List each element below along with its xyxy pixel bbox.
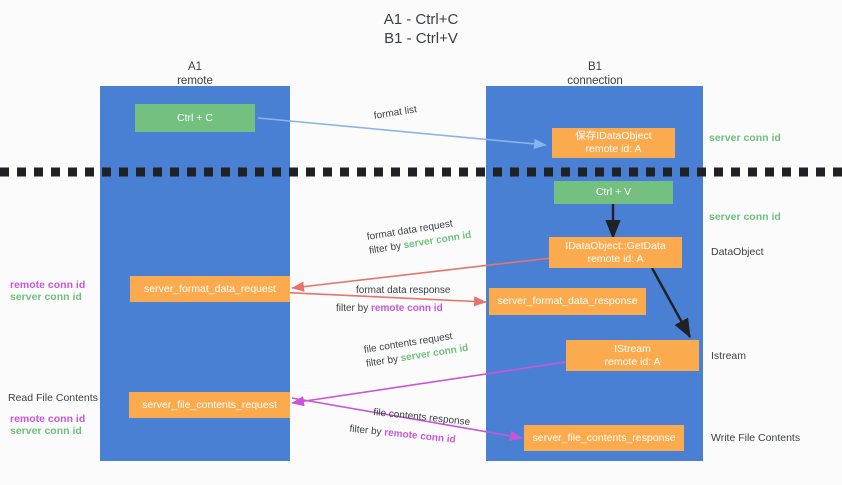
column-header-right-role: connection <box>567 75 623 87</box>
box-istream-line1: IStream <box>614 342 651 355</box>
box-server-file-contents-response-line1: server_file_contents_response <box>532 431 676 444</box>
box-getdata-line2: remote id: A <box>587 252 644 265</box>
annotation-remote-conn-id-1: remote conn id <box>10 279 86 291</box>
box-getdata-line1: IDataObject::GetData <box>565 239 666 252</box>
box-server-file-contents-request-line1: server_file_contents_request <box>142 398 277 411</box>
filter-prefix: filter by <box>336 303 372 314</box>
annotation-remote-conn-id-2: remote conn id <box>10 413 86 425</box>
column-header-left-role: remote <box>177 75 213 87</box>
filter-prefix: filter by <box>348 423 385 439</box>
box-ctrl-c-line1: Ctrl + C <box>177 111 213 124</box>
box-save-dataobject[interactable]: 保存IDataObject remote id: A <box>552 128 675 158</box>
box-save-dataobject-line2: remote id: A <box>585 143 642 155</box>
arrow-file-contents-request <box>291 361 567 407</box>
annotation-dataobject: DataObject <box>711 246 764 258</box>
box-ctrl-v[interactable]: Ctrl + V <box>554 181 673 204</box>
box-ctrl-c[interactable]: Ctrl + C <box>135 104 255 132</box>
box-istream[interactable]: IStream remote id: A <box>566 340 699 371</box>
box-server-format-data-request[interactable]: server_format_data_request <box>130 276 290 302</box>
column-header-left: A1 remote <box>120 60 270 88</box>
edge-label-format-data-response-filter: filter by remote conn id <box>336 302 451 316</box>
filter-value-remote-conn-id: remote conn id <box>371 303 443 314</box>
box-server-format-data-request-line1: server_format_data_request <box>144 282 276 295</box>
column-header-right: B1 connection <box>520 60 670 88</box>
box-server-format-data-response-line1: server_format_data_response <box>497 295 638 307</box>
box-server-file-contents-request[interactable]: server_file_contents_request <box>129 392 290 418</box>
box-istream-line2: remote id: A <box>604 355 661 368</box>
edge-label-format-data-response-line1: format data response <box>356 285 451 296</box>
annotation-server-conn-id-2: server conn id <box>10 425 82 437</box>
arrow-getdata-to-istream <box>650 267 692 339</box>
annotation-write-file-contents: Write File Contents <box>711 432 801 444</box>
box-getdata[interactable]: IDataObject::GetData remote id: A <box>549 237 682 268</box>
diagram-title: A1 - Ctrl+C B1 - Ctrl+V <box>383 11 459 47</box>
arrow-format-list <box>257 117 547 149</box>
box-ctrl-v-line1: Ctrl + V <box>595 186 632 198</box>
annotation-server-conn-id-mid: server conn id <box>709 211 781 223</box>
box-server-format-data-response[interactable]: server_format_data_response <box>489 288 646 315</box>
annotation-istream: Istream <box>711 350 747 362</box>
column-header-left-name: A1 <box>187 61 203 73</box>
arrow-format-data-request <box>291 257 552 292</box>
column-header-right-name: B1 <box>587 61 603 73</box>
annotation-server-conn-id-top: server conn id <box>709 132 781 144</box>
box-save-dataobject-line1: 保存IDataObject <box>575 130 652 142</box>
edge-label-format-data-response: format data response filter by remote co… <box>336 284 451 316</box>
arrow-file-contents-response <box>291 397 523 441</box>
annotation-read-file-contents: Read File Contents <box>8 392 98 404</box>
annotation-server-conn-id-1: server conn id <box>10 291 82 303</box>
box-server-file-contents-response[interactable]: server_file_contents_response <box>524 425 684 451</box>
